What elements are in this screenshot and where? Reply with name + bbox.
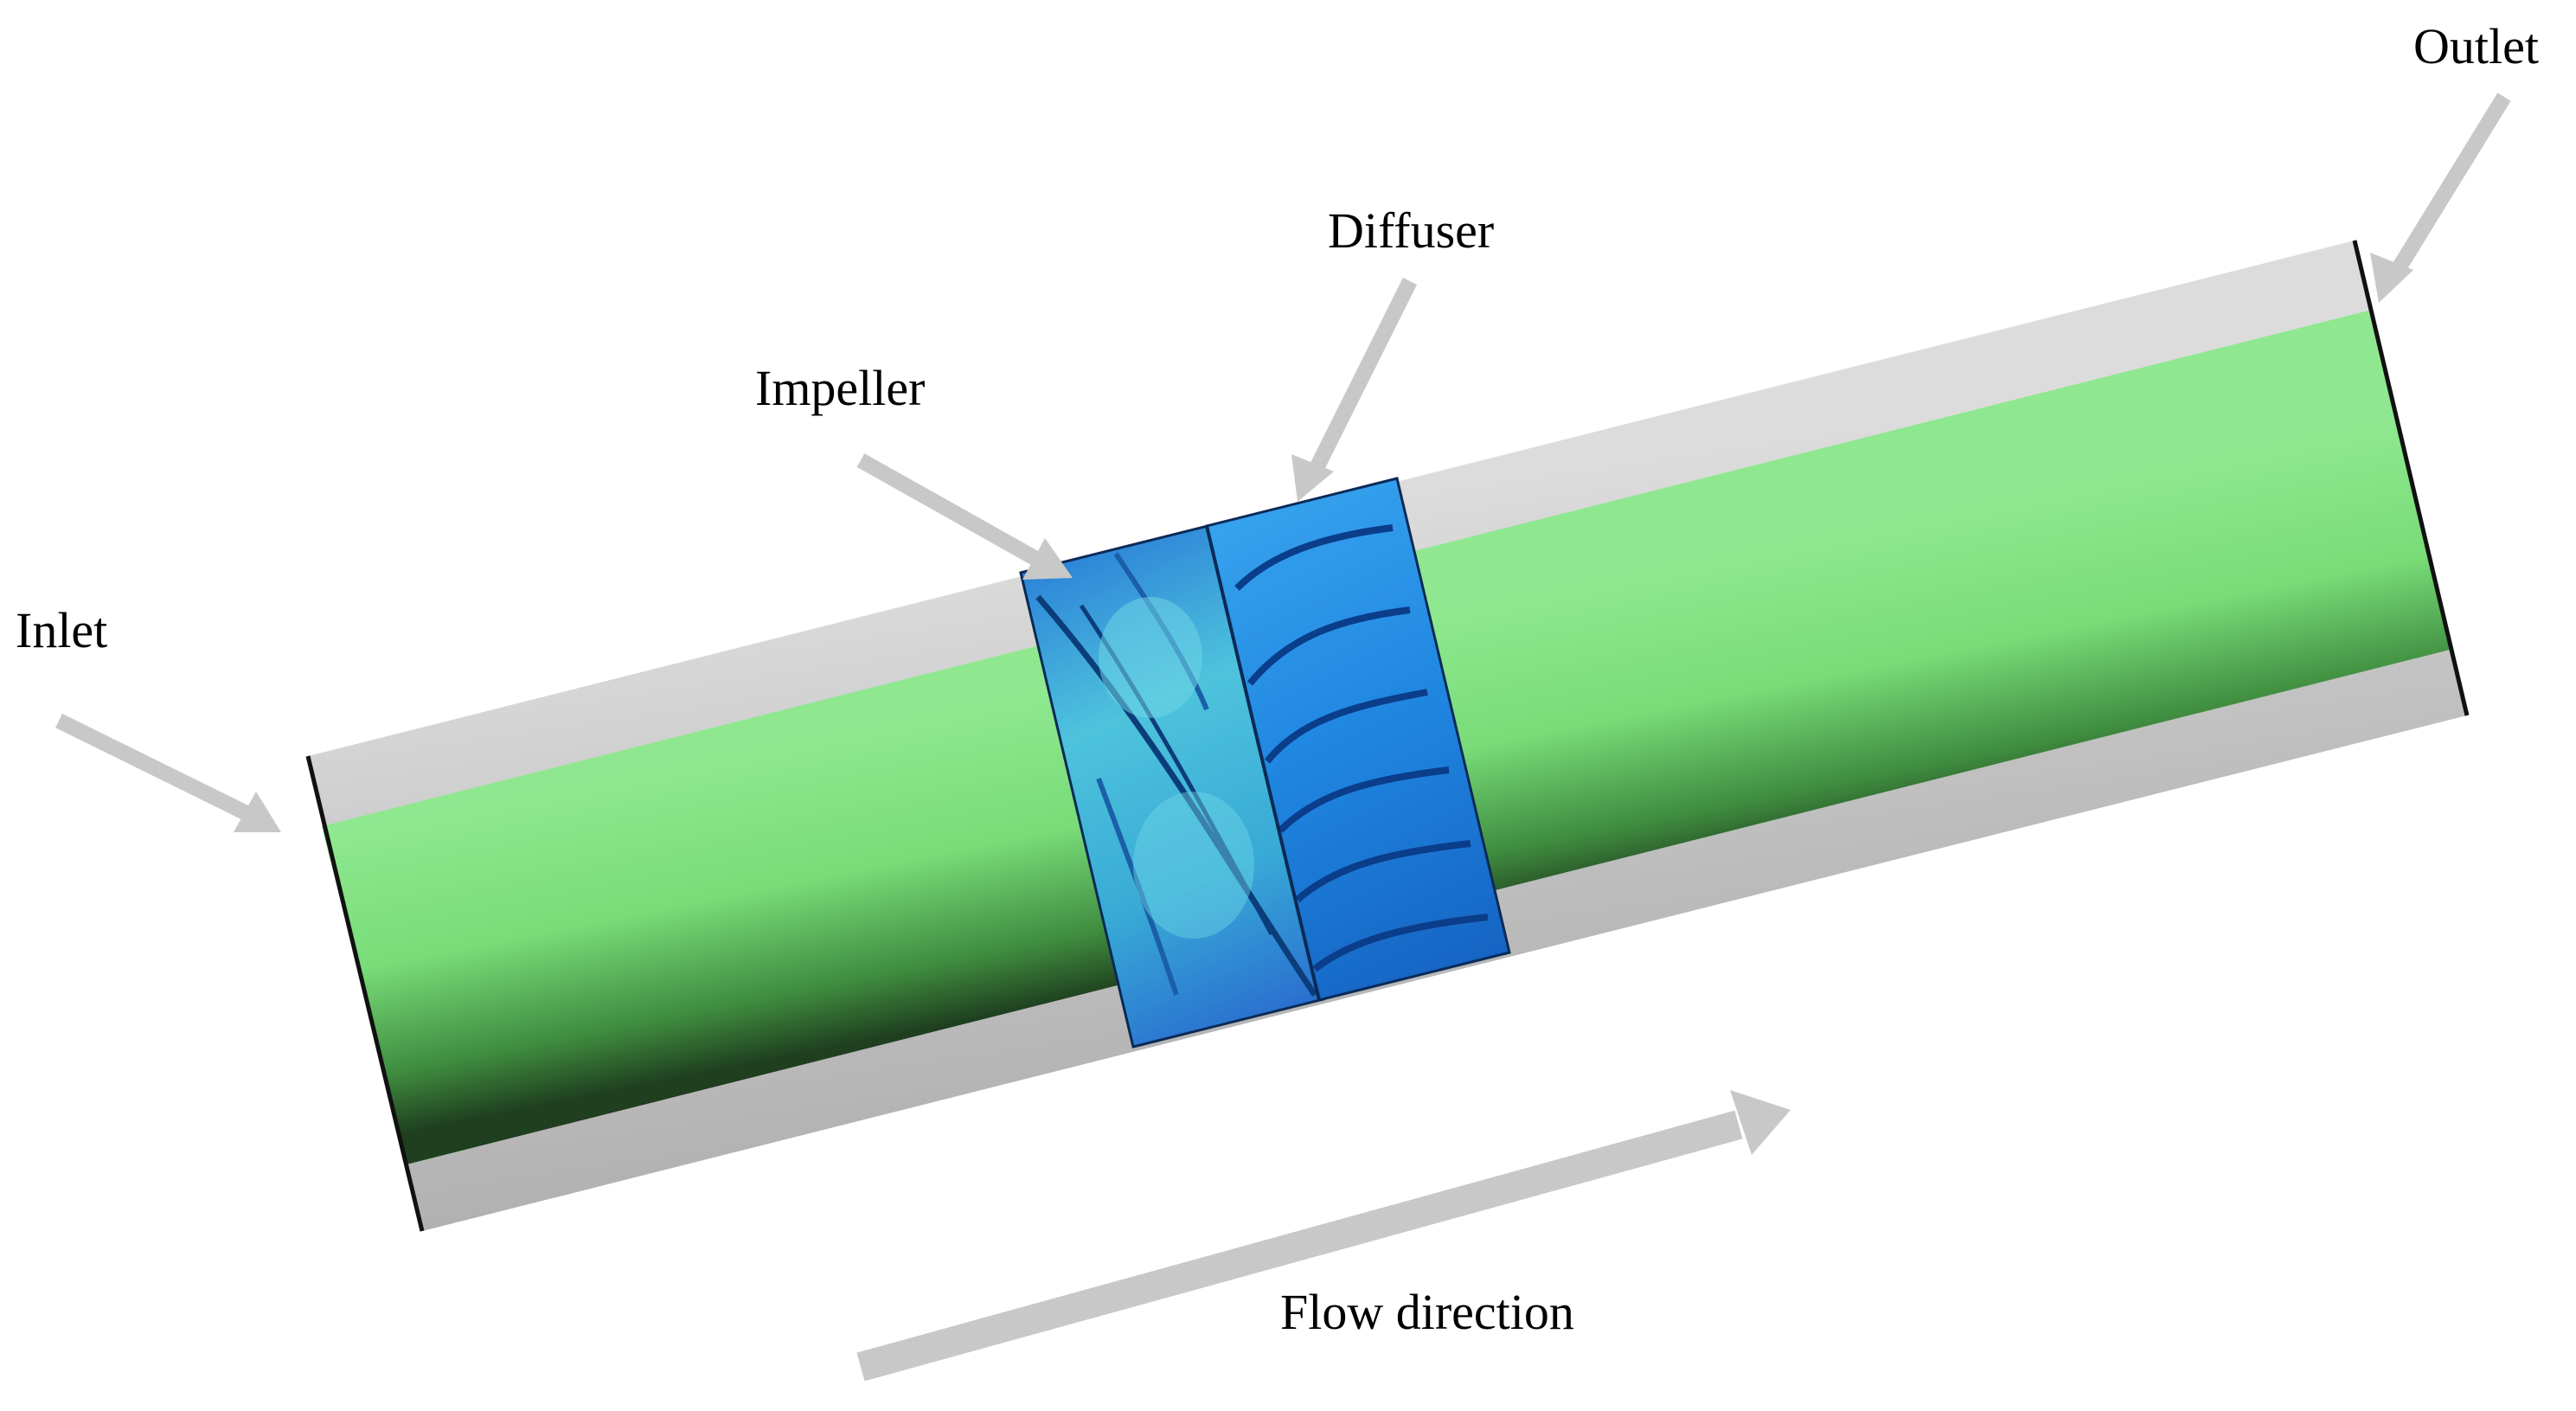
impeller (1019, 523, 1325, 1049)
diffuser-arrow (1291, 277, 1418, 502)
diffuser (1205, 477, 1511, 1002)
inlet-edge (305, 755, 425, 1232)
flow-direction-label: Flow direction (1280, 1284, 1574, 1340)
outlet-label: Outlet (2413, 18, 2539, 74)
inlet-arrow (55, 713, 281, 832)
outlet-edge (2352, 240, 2470, 716)
diffuser-label: Diffuser (1328, 202, 1495, 259)
flow-direction-arrow (856, 1090, 1791, 1382)
inlet-label: Inlet (16, 602, 108, 658)
impeller-arrow (856, 453, 1073, 580)
outlet-arrow (2370, 93, 2511, 303)
impeller-label: Impeller (755, 360, 926, 416)
